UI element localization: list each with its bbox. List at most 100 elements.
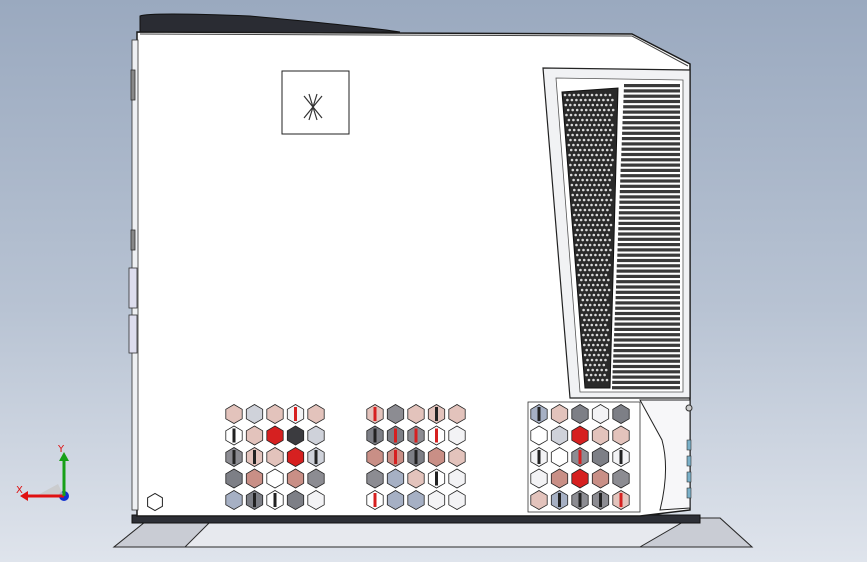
mesh-hole [609, 248, 612, 252]
mesh-hole [590, 178, 593, 182]
mesh-hole [590, 118, 593, 122]
internal-part [373, 407, 377, 421]
mesh-hole [587, 103, 590, 107]
mesh-hole [608, 128, 612, 132]
mesh-hole [593, 183, 596, 187]
mesh-hole [601, 353, 605, 357]
hex-vent-hole [427, 490, 446, 510]
mesh-hole [609, 188, 612, 192]
mesh-hole [599, 298, 603, 302]
mesh-hole [575, 133, 579, 137]
grille-slat [612, 364, 680, 369]
internal-part [414, 450, 418, 464]
hex-vent-grids [225, 404, 630, 510]
mesh-hole [571, 133, 574, 137]
mesh-hole [599, 263, 602, 267]
grille-slat [614, 327, 680, 331]
mesh-hole [585, 373, 588, 377]
mesh-hole [595, 128, 598, 132]
hex-vent-hole [225, 490, 243, 510]
grille-slat [618, 221, 680, 225]
mesh-hole [597, 303, 601, 307]
mesh-hole [611, 123, 614, 127]
mesh-hole [596, 163, 599, 167]
mesh-hole [604, 153, 607, 157]
mesh-hole [595, 358, 598, 362]
mesh-hole [597, 268, 600, 272]
mesh-hole [598, 288, 602, 292]
hex-vent-hole [530, 425, 548, 446]
mesh-hole [575, 158, 578, 162]
mesh-hole [584, 133, 588, 137]
mesh-hole [584, 278, 588, 282]
hex-vent-hole [366, 468, 384, 489]
mesh-hole [610, 173, 613, 177]
mesh-hole [608, 203, 611, 207]
hex-vent-hole [448, 404, 466, 424]
mesh-hole [594, 238, 598, 242]
mesh-hole [594, 348, 597, 352]
mesh-hole [583, 318, 586, 322]
mesh-hole [601, 268, 605, 272]
power-button-icon[interactable] [685, 404, 693, 412]
mesh-hole [571, 108, 574, 112]
mesh-hole [601, 293, 605, 297]
mesh-hole [605, 378, 609, 382]
mesh-hole [576, 118, 580, 122]
mesh-hole [608, 178, 611, 182]
mesh-hole [595, 248, 599, 252]
mesh-hole [586, 323, 589, 327]
mesh-hole [581, 203, 584, 207]
mesh-hole [597, 328, 600, 332]
grille-slat [622, 126, 680, 130]
mesh-hole [589, 278, 592, 282]
triad-x-arrow-icon [20, 491, 28, 501]
mesh-hole [587, 378, 591, 382]
mesh-hole [597, 158, 601, 162]
mesh-hole [579, 233, 582, 237]
mesh-hole [598, 338, 601, 342]
triad-x-label: X [16, 485, 23, 496]
mesh-hole [587, 198, 590, 202]
hex-vent-hole [530, 468, 548, 489]
mesh-hole [575, 183, 578, 187]
mesh-hole [593, 108, 597, 112]
mesh-hole [582, 138, 586, 142]
grille-slat [618, 227, 680, 231]
mesh-hole [601, 233, 605, 237]
mesh-hole [573, 138, 577, 142]
mesh-hole [602, 338, 606, 342]
mesh-hole [599, 358, 603, 362]
mesh-hole [590, 263, 593, 267]
hex-vent-hole [266, 447, 284, 467]
mesh-hole [590, 128, 594, 132]
mesh-hole [582, 333, 585, 337]
mesh-hole [596, 113, 600, 117]
triad-y-arrow-icon [59, 452, 69, 461]
mesh-hole [603, 168, 606, 172]
mesh-hole [596, 343, 600, 347]
hex-vent-hole [612, 468, 630, 489]
grille-slat [621, 137, 680, 141]
mesh-hole [595, 153, 598, 157]
mesh-hole [577, 248, 581, 252]
mesh-hole [595, 323, 598, 327]
mesh-hole [603, 203, 607, 207]
mesh-hole [600, 368, 603, 372]
mesh-hole [602, 218, 605, 222]
grille-slat [621, 152, 680, 157]
mesh-hole [585, 263, 589, 267]
mesh-hole [581, 323, 585, 327]
mesh-hole [604, 188, 608, 192]
mesh-hole [577, 188, 581, 192]
grille-slat [622, 131, 680, 135]
mesh-hole [583, 343, 586, 347]
mesh-hole [600, 188, 603, 192]
mesh-hole [589, 253, 593, 257]
hex-vent-hole [266, 468, 284, 489]
mesh-hole [606, 328, 609, 332]
internal-part [537, 450, 541, 464]
mesh-hole [602, 108, 606, 112]
